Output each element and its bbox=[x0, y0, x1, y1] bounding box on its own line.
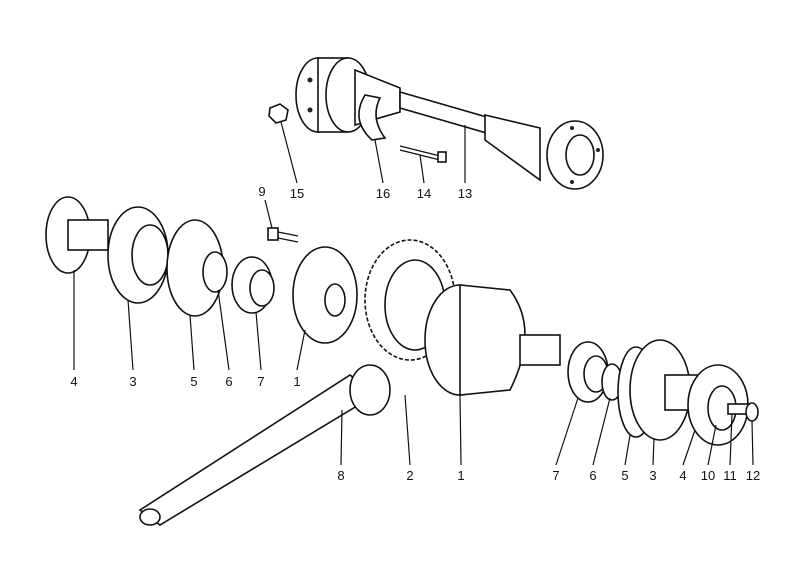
callout-5-right: 5 bbox=[621, 468, 629, 483]
callout-8: 8 bbox=[337, 468, 345, 483]
bolt-9 bbox=[267, 227, 299, 243]
callout-13: 13 bbox=[457, 186, 473, 201]
callout-4-right: 4 bbox=[679, 468, 687, 483]
flange-4-left bbox=[45, 196, 109, 274]
callout-6-left: 6 bbox=[225, 374, 233, 389]
callout-4-left: 4 bbox=[70, 374, 78, 389]
cover-3-right bbox=[629, 339, 706, 441]
callout-6-right: 6 bbox=[589, 468, 597, 483]
callout-7-left: 7 bbox=[257, 374, 265, 389]
differential-case-1 bbox=[424, 284, 561, 396]
axle-shaft-13 bbox=[295, 57, 604, 190]
callout-16: 16 bbox=[375, 186, 391, 201]
callout-9: 9 bbox=[258, 184, 266, 199]
callout-14: 14 bbox=[416, 186, 432, 201]
cover-3-left bbox=[107, 206, 169, 304]
callout-10: 10 bbox=[700, 468, 716, 483]
case-half-1-left bbox=[292, 246, 358, 344]
leader-lines bbox=[73, 121, 754, 466]
pinion-shaft-8 bbox=[138, 364, 391, 526]
bearing-7-right bbox=[567, 341, 609, 403]
callout-15: 15 bbox=[289, 186, 305, 201]
callout-11: 11 bbox=[723, 468, 737, 483]
callout-5-left: 5 bbox=[190, 374, 198, 389]
seal-6-left bbox=[202, 251, 228, 293]
bolt-14 bbox=[399, 145, 447, 163]
callout-3-left: 3 bbox=[129, 374, 137, 389]
callout-1-left: 1 bbox=[293, 374, 301, 389]
callout-3-right: 3 bbox=[649, 468, 657, 483]
flange-4-right bbox=[687, 364, 749, 446]
callout-7-right: 7 bbox=[552, 468, 560, 483]
callout-1-bottom: 1 bbox=[457, 468, 465, 483]
bearing-7-left bbox=[231, 256, 275, 314]
callout-2: 2 bbox=[406, 468, 414, 483]
callout-12: 12 bbox=[745, 468, 761, 483]
nut-15 bbox=[268, 103, 289, 124]
shield-16 bbox=[358, 94, 387, 141]
